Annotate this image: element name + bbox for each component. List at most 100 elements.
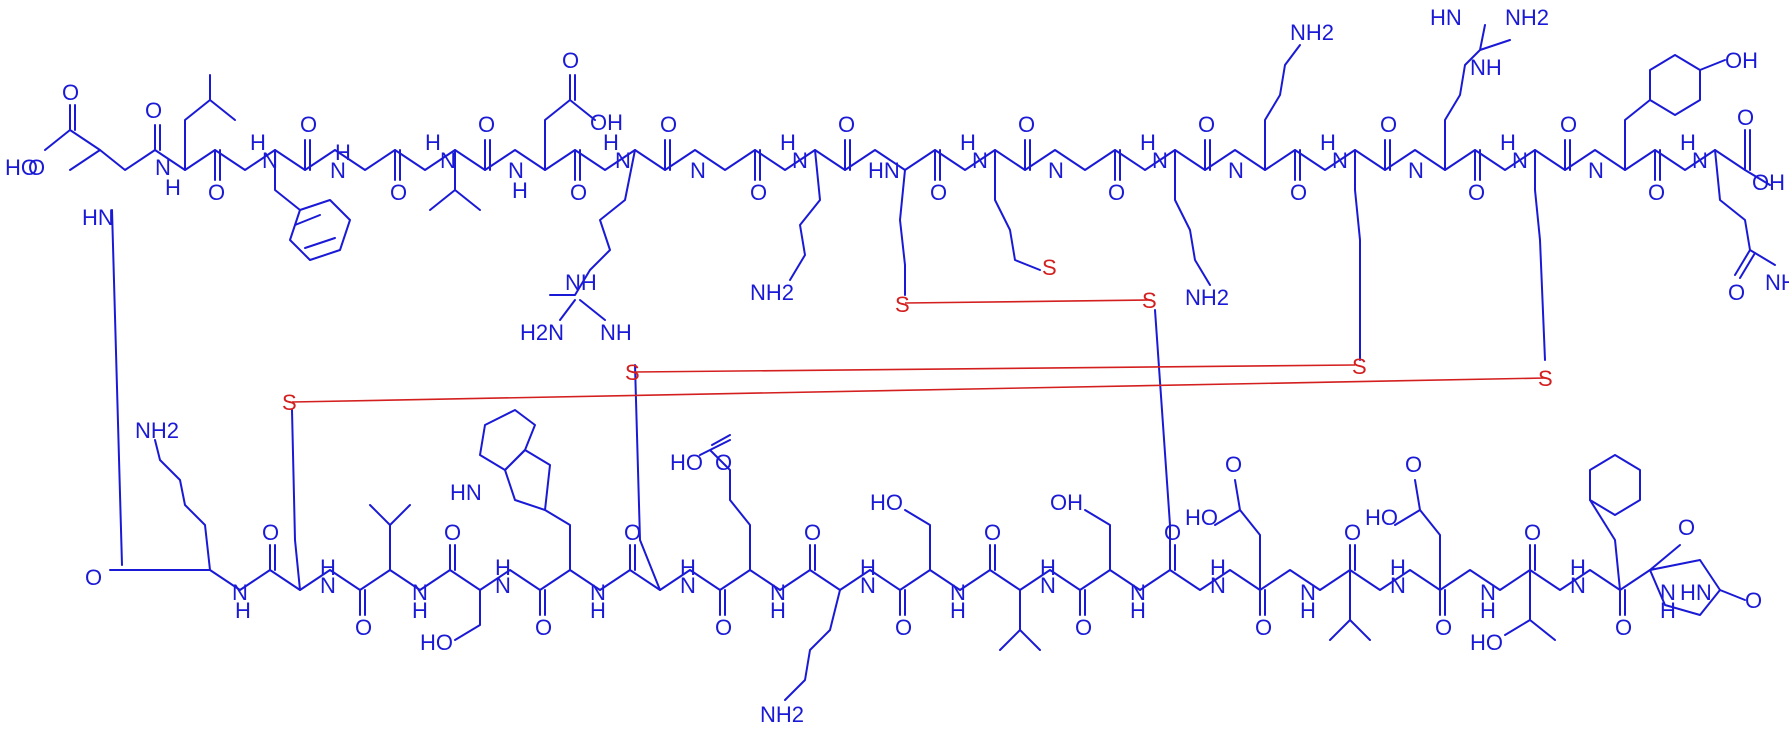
label-o: O: [262, 520, 279, 545]
label-o: O: [1290, 180, 1307, 205]
label-nh2: NH2: [750, 280, 794, 305]
label-o: O: [570, 180, 587, 205]
label-h: H: [590, 598, 606, 623]
label-nh2: NH2: [1290, 20, 1334, 45]
label-ho: HO: [5, 155, 38, 180]
label-h: H: [1500, 130, 1516, 155]
label-n: N: [495, 573, 511, 598]
label-o: O: [85, 565, 102, 590]
label-ho: HO: [870, 490, 903, 515]
label-n: N: [680, 573, 696, 598]
label-o: O: [1255, 615, 1272, 640]
label-o: O: [750, 180, 767, 205]
label-h: H: [1390, 555, 1406, 580]
label-n: N: [1588, 158, 1604, 183]
label-o: O: [715, 615, 732, 640]
label-hn: HN: [450, 480, 482, 505]
label-ho: HO: [420, 630, 453, 655]
label-n: N: [440, 148, 456, 173]
disulfide-bond-3: [291, 377, 1546, 403]
label-h: H: [235, 598, 251, 623]
label-o: O: [355, 615, 372, 640]
label-oh: OH: [1725, 48, 1758, 73]
label-n: N: [1332, 148, 1348, 173]
label-o: O: [1405, 452, 1422, 477]
label-n: N: [1300, 580, 1316, 605]
label-n: N: [615, 148, 631, 173]
label-n: N: [1390, 573, 1406, 598]
label-o: O: [838, 112, 855, 137]
label-o: O: [562, 48, 579, 73]
label-nh2: NH2: [1765, 270, 1789, 295]
label-h: H: [320, 555, 336, 580]
label-s: S: [282, 390, 297, 415]
bottom-side-chains: [111, 209, 1641, 701]
label-n: N: [950, 580, 966, 605]
label-h: H: [860, 555, 876, 580]
label-h: H: [1210, 555, 1226, 580]
label-o: O: [804, 520, 821, 545]
label-h: H: [412, 598, 428, 623]
label-o: O: [895, 615, 912, 640]
label-h: H: [960, 130, 976, 155]
label-o: O: [1728, 280, 1745, 305]
label-n: N: [972, 148, 988, 173]
disulfide-bond-1: [904, 299, 1153, 304]
label-o: O: [1198, 112, 1215, 137]
label-o: O: [1737, 105, 1754, 130]
label-o: O: [208, 180, 225, 205]
label-o: O: [1108, 180, 1125, 205]
label-h: H: [1320, 130, 1336, 155]
label-o: O: [1468, 180, 1485, 205]
label-h: H: [780, 130, 796, 155]
top-backbone: [69, 124, 1746, 181]
disulfide-bond-2: [634, 364, 1356, 373]
label-o: O: [1435, 615, 1452, 640]
label-o: O: [1745, 588, 1762, 613]
label-o: O: [1648, 180, 1665, 205]
label-n: N: [232, 580, 248, 605]
label-h: H: [250, 130, 266, 155]
label-o: O: [624, 520, 641, 545]
label-h: H: [1040, 555, 1056, 580]
label-h: H: [165, 175, 181, 200]
label-o: O: [1075, 615, 1092, 640]
label-o: O: [1380, 112, 1397, 137]
label-n: N: [1570, 573, 1586, 598]
label-oh: OH: [1050, 490, 1083, 515]
label-s: S: [1538, 366, 1553, 391]
label-hn: HN: [1680, 580, 1712, 605]
label-o: O: [1225, 452, 1242, 477]
label-n: N: [1480, 580, 1496, 605]
label-h: H: [1660, 598, 1676, 623]
label-hn: HN: [1430, 5, 1462, 30]
label-hn: HN: [868, 158, 900, 183]
label-n: N: [330, 158, 346, 183]
label-n: N: [1408, 158, 1424, 183]
label-h2n: H2N: [520, 320, 564, 345]
label-h: H: [1130, 598, 1146, 623]
atom-labels: HO O O HN O H N O H N O N H O H N O N H …: [5, 5, 1789, 727]
label-nh: NH: [1470, 55, 1502, 80]
label-n: N: [412, 580, 428, 605]
label-h: H: [425, 130, 441, 155]
label-n: N: [1040, 573, 1056, 598]
label-h: H: [1300, 598, 1316, 623]
label-h: H: [495, 555, 511, 580]
label-hn: HN: [82, 205, 114, 230]
label-h: H: [770, 598, 786, 623]
label-h: H: [950, 598, 966, 623]
label-o: O: [62, 80, 79, 105]
label-nh: NH: [600, 320, 632, 345]
label-o: O: [535, 615, 552, 640]
label-h: H: [1480, 598, 1496, 623]
label-o: O: [1524, 520, 1541, 545]
label-o: O: [984, 520, 1001, 545]
label-o: O: [930, 180, 947, 205]
label-o: O: [1344, 520, 1361, 545]
label-n: N: [690, 158, 706, 183]
label-h: H: [1570, 555, 1586, 580]
label-h: H: [1680, 130, 1696, 155]
